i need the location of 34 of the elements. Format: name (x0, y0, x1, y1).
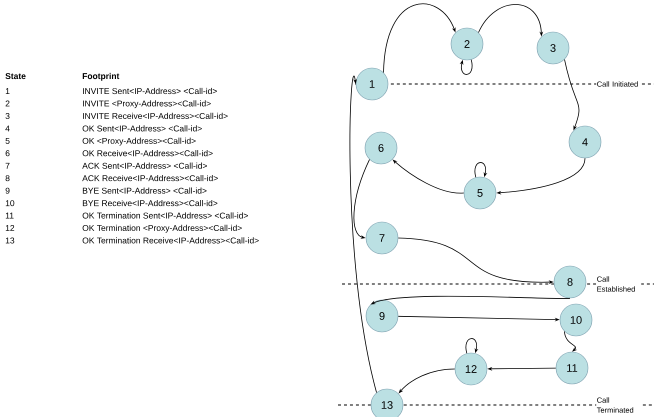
arrow (350, 76, 377, 393)
state-number: 13 (6, 238, 14, 244)
state-number: 4 (5, 126, 10, 132)
arrow (354, 159, 370, 239)
arrow (474, 162, 488, 178)
footprint-text: INVITE Receive<IP-Address><Call-id> (82, 112, 228, 119)
state-number: 12 (6, 225, 14, 231)
column-header: Footprint (82, 72, 120, 81)
state-number: 5 (6, 138, 10, 144)
arrow (383, 3, 456, 73)
state-number: 11 (6, 212, 14, 218)
footprint-text: OK Termination Receive<IP-Address><Call-id> (82, 237, 259, 244)
arrow (466, 338, 478, 354)
state-number: 7 (6, 162, 10, 169)
footprint-text: BYE Receive<IP-Address><Call-id> (82, 200, 218, 206)
arrow (460, 59, 472, 75)
state-number: 9 (6, 188, 10, 194)
footprint-text: OK Termination <Proxy-Address><Call-id> (82, 224, 242, 233)
footprint-text: OK Receive<IP-Address><Call-id> (82, 150, 213, 156)
footprint-text: BYE Sent<IP-Address> <Call-id> (82, 187, 206, 194)
state-number: 10 (6, 200, 14, 206)
footprint-text: OK Termination Sent<IP-Address> <Call-id> (82, 212, 248, 219)
footprint-text: INVITE Sent<IP-Address> <Call-id> (82, 88, 217, 94)
state-number: 3 (6, 113, 10, 119)
footprint-text: OK <Proxy-Address><Call-id> (82, 138, 196, 146)
column-header: State (5, 73, 26, 80)
footprint-text: ACK Receive<IP-Address><Call-id> (82, 174, 218, 182)
footprint-text: OK Sent<IP-Address> <Call-id> (82, 125, 202, 132)
footprint-text: ACK Sent<IP-Address> <Call-id> (82, 162, 207, 169)
state-number: 6 (6, 150, 10, 156)
state-number: 2 (6, 100, 10, 106)
state-number: 1 (6, 88, 10, 94)
footprint-text: INVITE <Proxy-Address><Call-id> (82, 100, 211, 108)
state-number: 8 (6, 175, 10, 182)
